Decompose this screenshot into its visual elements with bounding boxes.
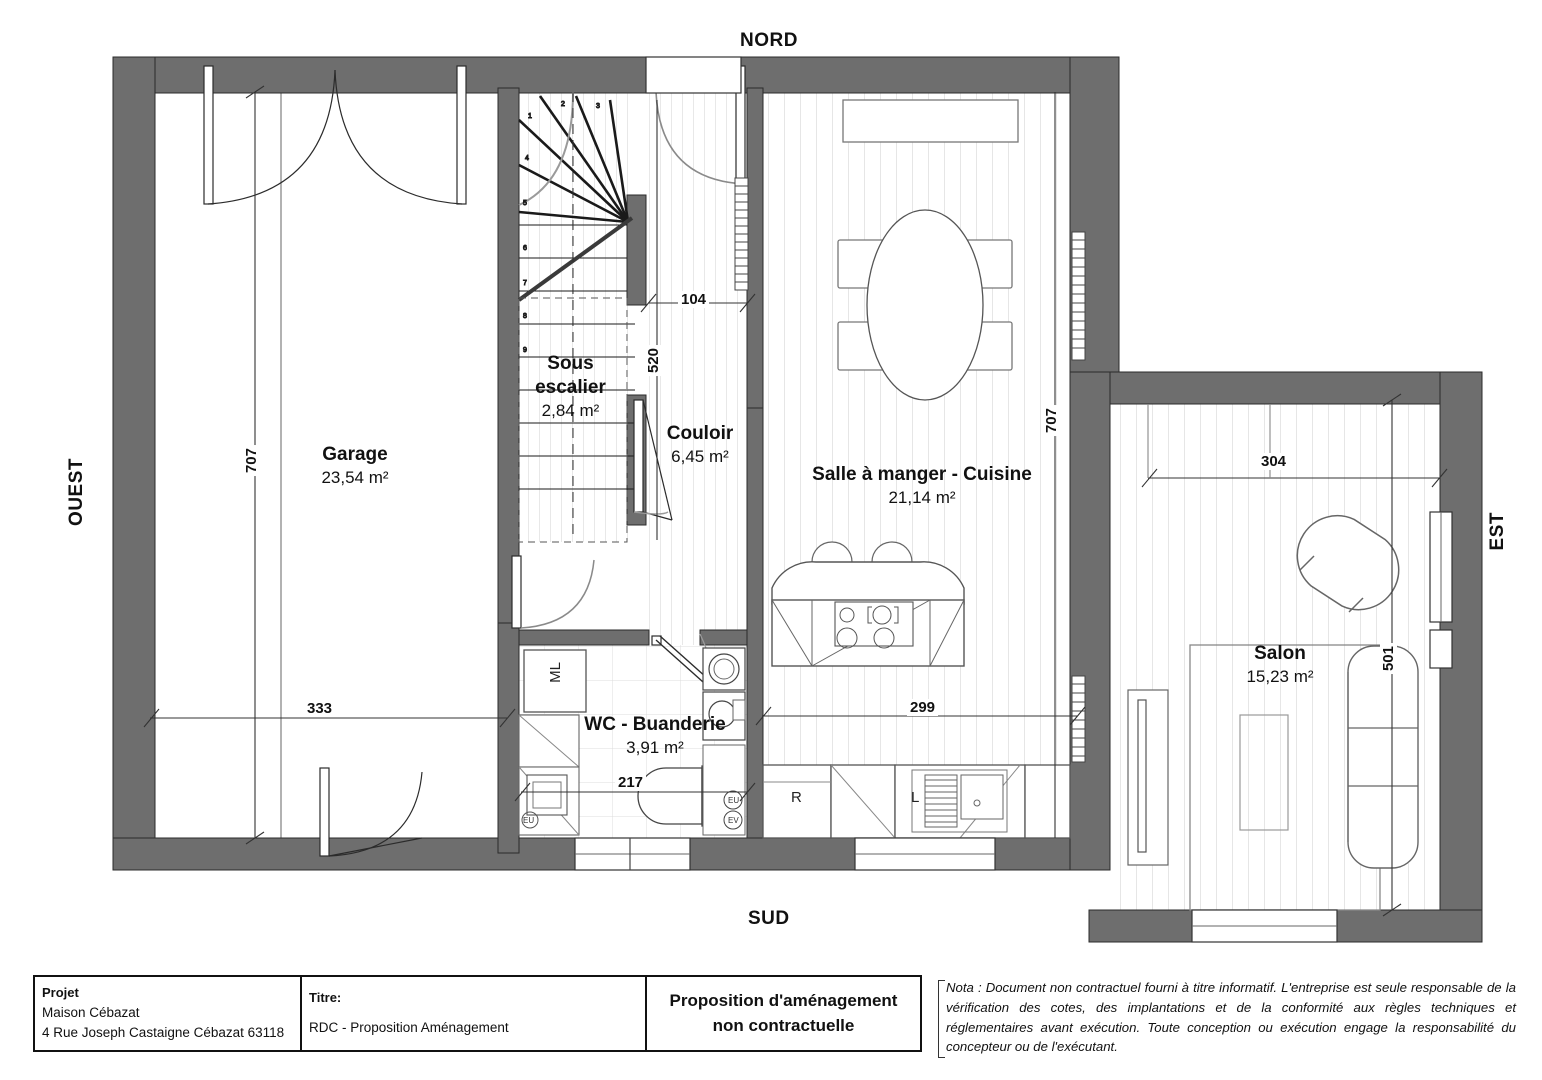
floor-plan-drawing: 1 2 3 4 5 6 7 8 9 — [112, 56, 1483, 943]
staircase: 1 2 3 4 5 6 7 8 9 — [517, 91, 635, 543]
nota-bracket — [938, 980, 945, 1058]
svg-text:5: 5 — [523, 200, 527, 207]
title-label: Titre: — [309, 990, 342, 1006]
radiator-cuisine-north — [1071, 231, 1086, 361]
north-entry-window — [645, 56, 742, 94]
appliance-tag-lave-vaisselle: L — [911, 789, 920, 806]
radiator-couloir — [734, 177, 749, 291]
room-label-sous-escalier: Sous escalier 2,84 m² — [508, 352, 633, 421]
svg-text:8: 8 — [523, 313, 527, 320]
dimension-couloir-width: 104 — [678, 291, 710, 308]
compass-south: SUD — [748, 908, 790, 929]
appliance-tag-refrigerateur: R — [791, 789, 802, 806]
svg-text:9: 9 — [523, 347, 527, 354]
kitchen-upper-cabinet — [842, 99, 1019, 143]
salon-south-window — [1191, 909, 1338, 943]
dining-table-and-chairs — [837, 209, 1013, 401]
garage-floor — [155, 88, 507, 856]
wc-south-window — [574, 837, 691, 871]
dimension-salon-width: 304 — [1258, 453, 1290, 470]
drain-tag-eu-right: EU — [728, 796, 740, 805]
svg-text:4: 4 — [525, 155, 529, 162]
dimension-salon-height: 501 — [1380, 643, 1397, 675]
radiator-cuisine-south — [1071, 675, 1086, 763]
room-area-wc: 3,91 m² — [626, 737, 684, 757]
laundry-machine — [523, 649, 587, 713]
dimension-cuisine-height: 707 — [1043, 405, 1060, 437]
salon-tv-unit — [1127, 689, 1169, 866]
svg-text:7: 7 — [523, 280, 527, 287]
salon-sofa — [1347, 645, 1419, 869]
room-label-cuisine: Salle à manger - Cuisine 21,14 m² — [762, 463, 1082, 508]
garage-side-door — [319, 767, 423, 857]
title-block-project-cell: Projet Maison Cébazat 4 Rue Joseph Casta… — [35, 977, 302, 1050]
room-area-salon: 15,23 m² — [1246, 666, 1314, 686]
room-name-wc: WC - Buanderie — [584, 714, 726, 735]
room-area-couloir: 6,45 m² — [671, 446, 729, 466]
washbasin-and-wm — [702, 647, 746, 836]
salon-armchair — [1296, 515, 1400, 613]
garage-double-door — [203, 65, 467, 205]
room-area-garage: 23,54 m² — [321, 467, 389, 487]
project-label: Projet — [42, 985, 79, 1001]
room-name-garage: Garage — [322, 444, 388, 465]
dimension-garage-width: 333 — [304, 700, 336, 717]
room-label-wc: WC - Buanderie 3,91 m² — [555, 713, 755, 758]
room-label-garage: Garage 23,54 m² — [255, 443, 455, 488]
stair-floor — [519, 92, 635, 542]
cuisine-south-window — [854, 837, 996, 871]
svg-text:1: 1 — [528, 113, 532, 120]
compass-west: OUEST — [66, 458, 87, 526]
room-area-sous-escalier: 2,84 m² — [541, 400, 600, 420]
garage-couloir-door — [511, 555, 595, 629]
svg-text:2: 2 — [561, 101, 565, 108]
stamp-line-2: non contractuelle — [712, 1016, 855, 1035]
project-name: Maison Cébazat — [42, 1005, 140, 1021]
room-area-cuisine: 21,14 m² — [888, 487, 956, 507]
drain-tag-eu-left: EU — [523, 816, 535, 825]
room-label-couloir: Couloir 6,45 m² — [630, 422, 770, 467]
svg-text:6: 6 — [523, 245, 527, 252]
title-block-title-cell: Titre: RDC - Proposition Aménagement — [302, 977, 647, 1050]
svg-text:3: 3 — [596, 103, 600, 110]
dimension-couloir-height: 520 — [645, 345, 662, 377]
appliance-tag-machine-a-laver: ML — [547, 662, 564, 683]
salon-east-window — [1429, 511, 1453, 669]
dimension-cuisine-width: 299 — [907, 699, 939, 716]
nota-text: Nota : Document non contractuel fourni à… — [946, 980, 1516, 1055]
room-name-couloir: Couloir — [666, 423, 734, 444]
title-block-stamp-cell: Proposition d'aménagement non contractue… — [647, 977, 920, 1050]
dimension-wc-width: 217 — [615, 774, 647, 791]
room-label-salon: Salon 15,23 m² — [1195, 642, 1365, 687]
dimension-garage-height: 707 — [243, 445, 260, 477]
stamp-line-1: Proposition d'aménagement — [669, 991, 898, 1011]
room-name-sous-escalier: Sous escalier — [535, 353, 606, 398]
compass-north: NORD — [740, 30, 798, 51]
title-block: Projet Maison Cébazat 4 Rue Joseph Casta… — [33, 975, 922, 1052]
title-value: RDC - Proposition Aménagement — [309, 1020, 509, 1036]
compass-east: EST — [1487, 512, 1508, 551]
room-name-salon: Salon — [1254, 643, 1306, 664]
room-name-cuisine: Salle à manger - Cuisine — [812, 464, 1032, 485]
kitchen-south-run — [762, 764, 1071, 839]
project-address: 4 Rue Joseph Castaigne Cébazat 63118 — [42, 1025, 285, 1041]
laundry-counter — [518, 714, 580, 836]
kitchen-island — [771, 541, 965, 667]
drain-tag-ev-right: EV — [728, 816, 739, 825]
